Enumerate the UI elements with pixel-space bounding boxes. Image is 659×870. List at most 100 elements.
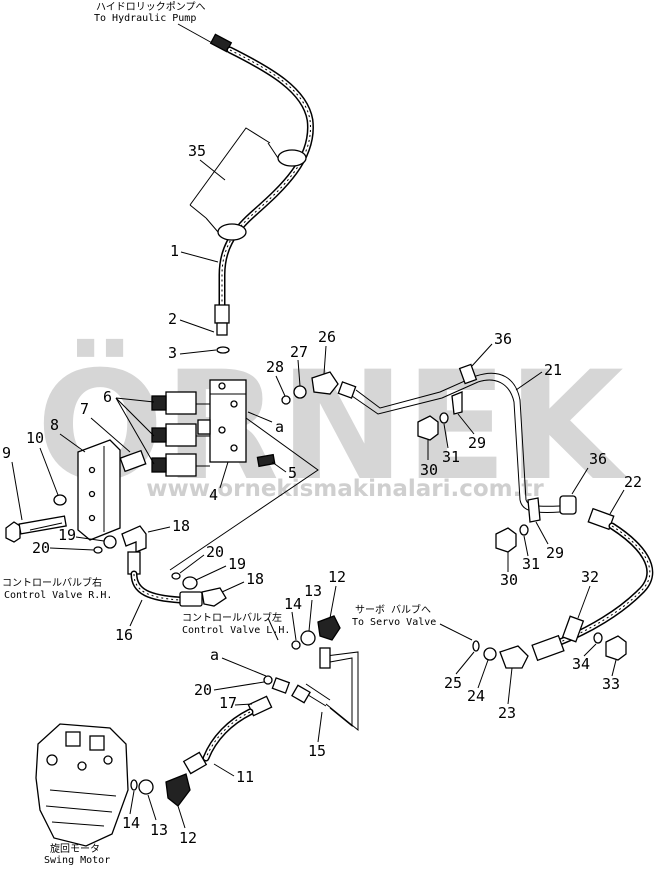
callout-13-lower: 13 xyxy=(150,821,168,839)
callout-34: 34 xyxy=(572,655,590,673)
bolt-30-lower xyxy=(495,527,517,553)
callout-12-upper: 12 xyxy=(328,568,346,586)
hose-22 xyxy=(531,495,654,662)
callout-32: 32 xyxy=(581,568,599,586)
callout-11: 11 xyxy=(236,768,254,786)
callout-3: 3 xyxy=(168,344,177,362)
callout-8: 8 xyxy=(50,416,59,434)
callout-20-lower: 20 xyxy=(194,681,212,699)
callout-25: 25 xyxy=(444,674,462,692)
callout-30-upper: 30 xyxy=(420,461,438,479)
note-swing-motor-jp: 旋回モータ xyxy=(50,842,100,855)
tube-21 xyxy=(281,363,561,513)
callout-33: 33 xyxy=(602,675,620,693)
nipple-27 xyxy=(293,385,307,399)
swing-motor xyxy=(35,723,129,847)
bracket-8-body xyxy=(77,439,121,541)
clamp-35-band-upper xyxy=(277,149,307,167)
clamp-29-upper xyxy=(451,391,463,415)
nipple-13-lower xyxy=(138,779,154,795)
callout-21: 21 xyxy=(544,361,562,379)
callout-20-upper: 20 xyxy=(32,539,50,557)
note-servo-valve-jp: サーボ バルブへ xyxy=(355,603,431,616)
elbow-18-upper xyxy=(121,525,147,553)
note-control-valve-rh-en: Control Valve R.H. xyxy=(4,590,112,601)
callout-13-upper: 13 xyxy=(304,582,322,600)
callout-22: 22 xyxy=(624,473,642,491)
clamp-35 xyxy=(189,127,307,241)
clamp-29-lower xyxy=(527,497,541,523)
callout-18-upper: 18 xyxy=(172,517,190,535)
solenoid-upper xyxy=(165,391,197,415)
ref-a-upper: a xyxy=(275,418,284,436)
plug-5 xyxy=(256,453,276,468)
elbow-12-lower xyxy=(165,773,191,807)
callout-17: 17 xyxy=(219,694,237,712)
nipple-24 xyxy=(483,647,497,661)
note-control-valve-lh-jp: コントロールバルブ左 xyxy=(182,611,282,624)
callout-31-lower: 31 xyxy=(522,555,540,573)
valve-block-4 xyxy=(197,379,247,463)
o-ring-25 xyxy=(472,640,480,652)
o-ring-14-lower xyxy=(130,779,138,791)
note-hydraulic-pump-jp: ハイドロリックポンプへ xyxy=(96,1,206,13)
nipple-13-upper xyxy=(300,630,316,646)
callout-10: 10 xyxy=(26,429,44,447)
solenoid-middle xyxy=(165,423,197,447)
note-hydraulic-pump-en: To Hydraulic Pump xyxy=(94,13,196,24)
note-swing-motor-en: Swing Motor xyxy=(44,855,110,865)
leader-pump xyxy=(177,23,215,45)
callout-31-upper: 31 xyxy=(442,448,460,466)
hose-1-nipple xyxy=(216,322,228,336)
callout-14-lower: 14 xyxy=(122,814,140,832)
callout-19-lower: 19 xyxy=(228,555,246,573)
callout-5: 5 xyxy=(288,464,297,482)
clamp-35-band-lower xyxy=(217,223,247,241)
callout-16: 16 xyxy=(115,626,133,644)
tube-15 xyxy=(291,647,359,732)
solenoid-lower xyxy=(165,453,197,477)
o-ring-3 xyxy=(216,346,230,354)
callout-36-lower: 36 xyxy=(589,450,607,468)
callout-2: 2 xyxy=(168,310,177,328)
callout-23: 23 xyxy=(498,704,516,722)
o-ring-28 xyxy=(281,395,291,405)
valve-block-body xyxy=(209,379,247,463)
solenoid-valves-6 xyxy=(151,391,210,477)
callout-1: 1 xyxy=(170,242,179,260)
callout-30-lower: 30 xyxy=(500,571,518,589)
callout-6: 6 xyxy=(103,388,112,406)
callout-14-upper: 14 xyxy=(284,595,302,613)
elbow-12-upper xyxy=(317,615,341,641)
washer-31-lower xyxy=(519,524,529,536)
callout-29-lower: 29 xyxy=(546,544,564,562)
washer-31-upper xyxy=(439,412,449,424)
elbow-18-lower xyxy=(201,587,227,607)
callout-20-middle: 20 xyxy=(206,543,224,561)
callout-4: 4 xyxy=(209,486,218,504)
bolt-9 xyxy=(5,515,67,543)
callout-18-lower: 18 xyxy=(246,570,264,588)
clamp-32 xyxy=(561,615,585,643)
callout-29-upper: 29 xyxy=(468,434,486,452)
callout-24: 24 xyxy=(467,687,485,705)
watermark: ÖRNEK www.ornekismakinalari.com.tr xyxy=(36,338,628,514)
swing-motor-housing xyxy=(35,723,129,847)
callout-15: 15 xyxy=(308,742,326,760)
nipple-19-lower xyxy=(182,576,198,590)
callout-7: 7 xyxy=(80,400,89,418)
nipple-19-upper xyxy=(103,535,117,549)
callout-12-lower: 12 xyxy=(179,829,197,847)
watermark-brand: ÖRNEK xyxy=(36,338,628,514)
callout-35: 35 xyxy=(188,142,206,160)
ref-a-lower: a xyxy=(210,646,219,664)
note-control-valve-lh-en: Control Valve L.H. xyxy=(182,625,290,636)
washer-10 xyxy=(53,494,67,506)
bracket-8 xyxy=(77,439,121,541)
hose-1-fitting-bottom xyxy=(214,304,230,324)
elbow-23 xyxy=(499,645,529,669)
hose-11 xyxy=(182,695,273,775)
note-servo-valve-en: To Servo Valve xyxy=(352,617,436,628)
